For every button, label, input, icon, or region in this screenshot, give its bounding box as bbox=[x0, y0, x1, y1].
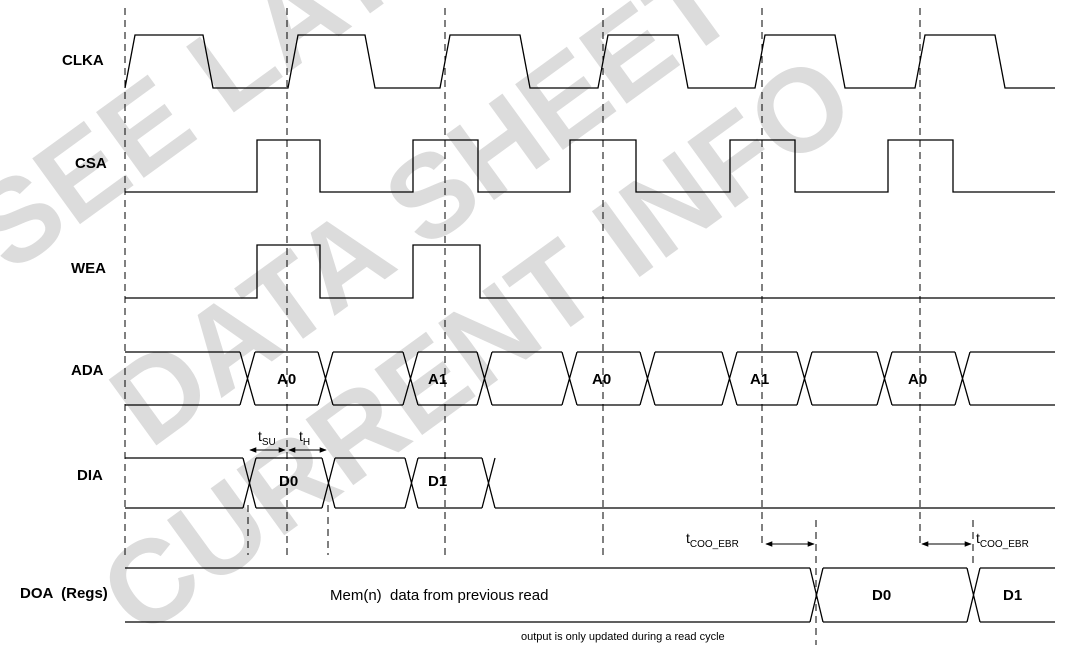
tsu-label: tSU bbox=[258, 428, 276, 448]
ada-value-a1: A1 bbox=[428, 371, 447, 388]
tcoo-label-1: tCOO_EBR bbox=[686, 530, 739, 550]
csa-waveform bbox=[125, 139, 1055, 193]
tcoo-annotation: tCOO_EBR tCOO_EBR bbox=[686, 530, 1029, 550]
setup-hold-annotation: tSU tH bbox=[249, 428, 327, 453]
signal-label-ada: ADA bbox=[71, 362, 104, 379]
wea-waveform bbox=[125, 244, 1055, 299]
doa-transitions bbox=[809, 567, 981, 623]
signal-label-dia: DIA bbox=[77, 467, 103, 484]
ada-value-a0: A0 bbox=[908, 371, 927, 388]
ada-value-a0: A0 bbox=[592, 371, 611, 388]
tcoo-label-2: tCOO_EBR bbox=[976, 530, 1029, 550]
dia-transitions bbox=[242, 457, 496, 509]
ada-value-a1: A1 bbox=[750, 371, 769, 388]
th-label: tH bbox=[299, 428, 310, 448]
tcoo-subscript: COO_EBR bbox=[980, 539, 1029, 550]
signal-label-clka: CLKA bbox=[62, 52, 104, 69]
dia-value-d0: D0 bbox=[279, 473, 298, 490]
signal-label-doa: DOA (Regs) bbox=[20, 585, 108, 602]
signal-label-wea: WEA bbox=[71, 260, 106, 277]
doa-value-d1: D1 bbox=[1003, 587, 1022, 604]
tsu-base: t bbox=[258, 428, 262, 444]
doa-bus bbox=[125, 567, 1055, 623]
watermark: SEE LATTICE SITE DATA SHEET CURRENT INFO bbox=[0, 0, 877, 645]
ada-value-a0: A0 bbox=[277, 371, 296, 388]
dia-value-d1: D1 bbox=[428, 473, 447, 490]
ada-bus bbox=[125, 351, 1055, 406]
tcoo-base: t bbox=[686, 530, 690, 546]
tcoo-subscript: COO_EBR bbox=[690, 539, 739, 550]
clka-waveform bbox=[124, 34, 1055, 89]
th-subscript: H bbox=[303, 437, 310, 448]
signal-label-csa: CSA bbox=[75, 155, 107, 172]
ada-transitions bbox=[239, 351, 971, 406]
th-base: t bbox=[299, 428, 303, 444]
doa-value-d0: D0 bbox=[872, 587, 891, 604]
clock-guides bbox=[124, 8, 974, 645]
tcoo-base: t bbox=[976, 530, 980, 546]
tsu-subscript: SU bbox=[262, 437, 276, 448]
doa-previous-data-text: Mem(n) data from previous read bbox=[330, 587, 548, 604]
read-cycle-note: output is only updated during a read cyc… bbox=[521, 631, 725, 643]
dia-bus bbox=[125, 457, 1055, 509]
